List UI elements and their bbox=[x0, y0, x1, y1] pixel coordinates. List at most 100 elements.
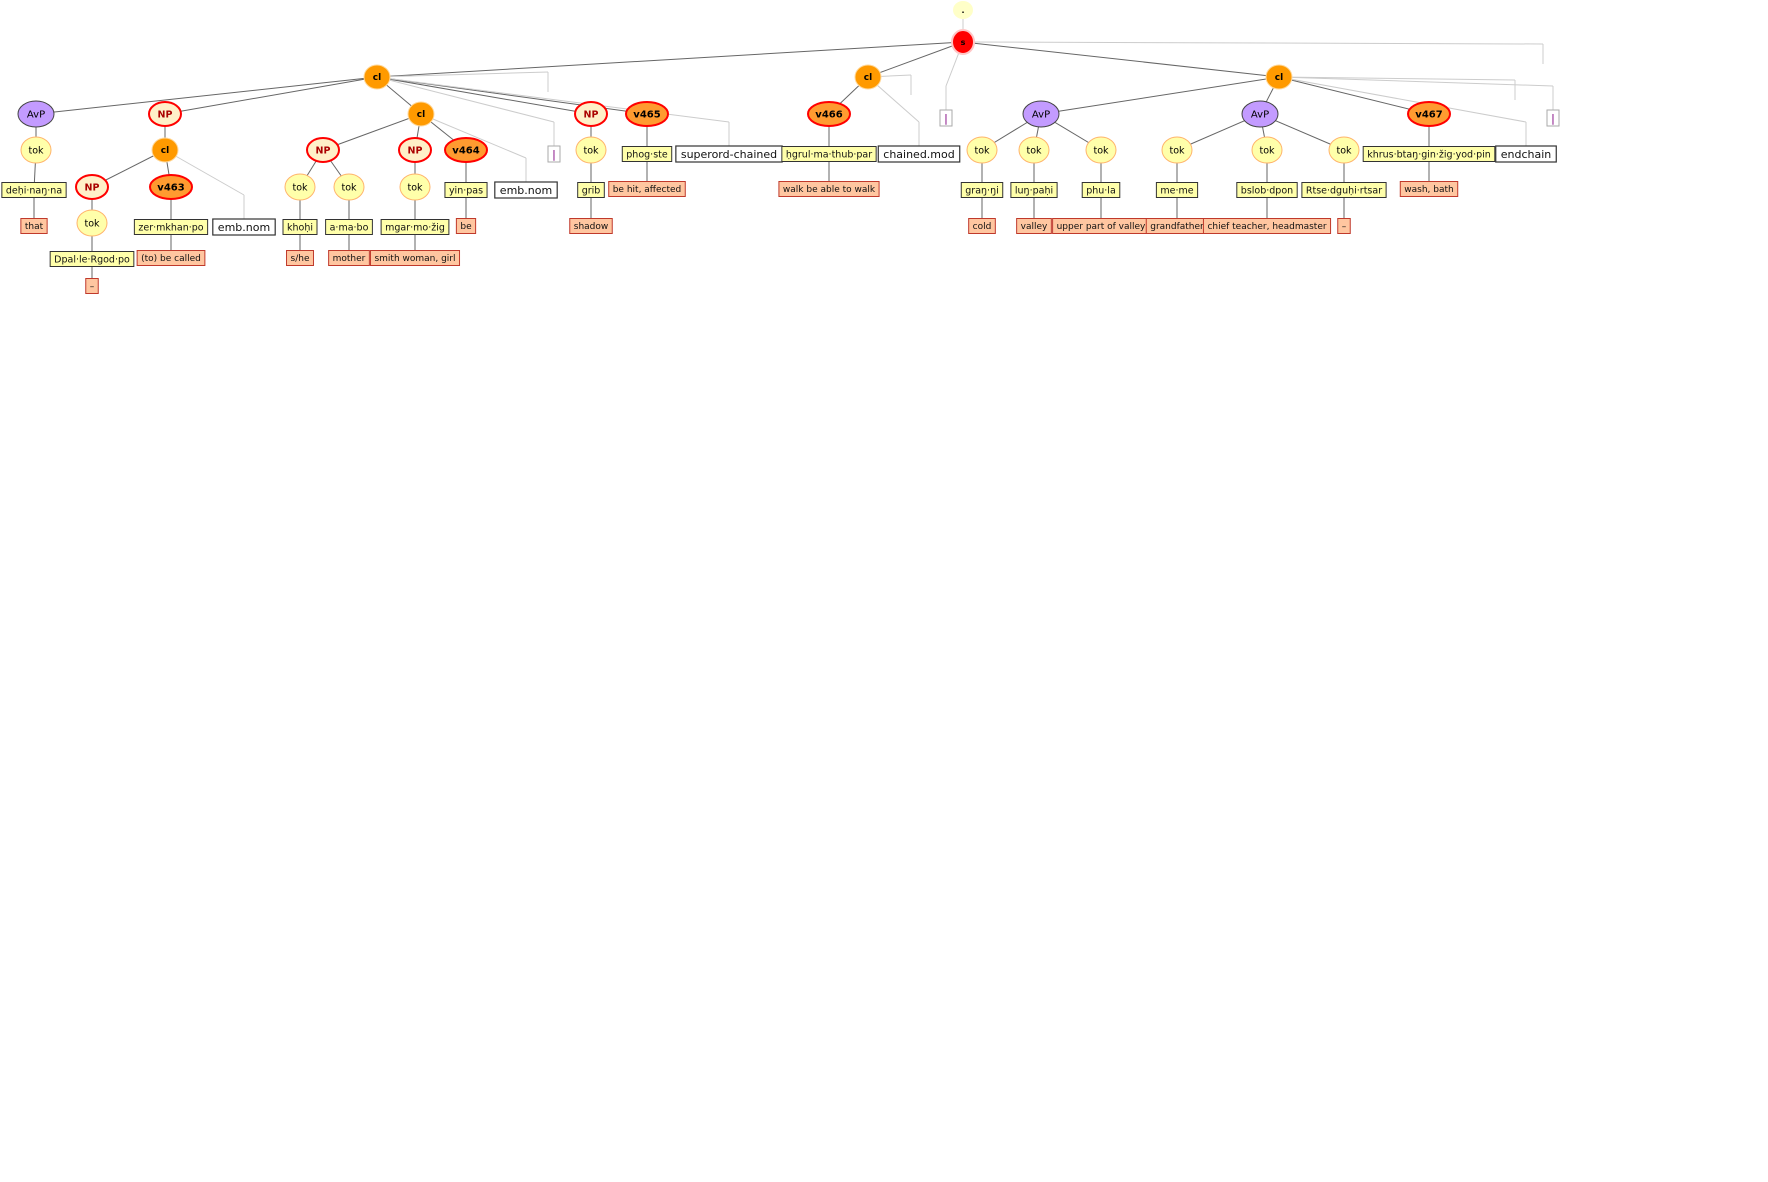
s-shape bbox=[951, 29, 975, 55]
node-tok_grib[interactable]: tok bbox=[575, 136, 607, 164]
np-label: NP bbox=[158, 109, 173, 120]
node-root[interactable]: . bbox=[953, 1, 973, 19]
node-g_grandfather[interactable]: grandfather bbox=[1145, 218, 1209, 234]
node-g_upper[interactable]: upper part of valley bbox=[1052, 218, 1150, 234]
node-g_smith[interactable]: smith woman, girl bbox=[369, 250, 461, 266]
node-tok_am[interactable]: tok bbox=[333, 173, 365, 201]
node-g_mother[interactable]: mother bbox=[328, 250, 370, 266]
node-tok_me[interactable]: tok bbox=[1161, 136, 1193, 164]
node-endchain[interactable]: endchain bbox=[1495, 145, 1557, 163]
gloss-label: walk be able to walk bbox=[783, 185, 876, 195]
avp-label: AvP bbox=[1251, 110, 1269, 121]
node-g_she[interactable]: s/he bbox=[286, 250, 314, 266]
node-np4[interactable]: NP bbox=[574, 101, 608, 127]
node-w_rtse[interactable]: Rtse·dguḥi·rtsar bbox=[1301, 182, 1387, 198]
node-tok_bs[interactable]: tok bbox=[1251, 136, 1283, 164]
node-v463[interactable]: v463 bbox=[149, 174, 193, 200]
node-tok_a1[interactable]: tok bbox=[20, 136, 52, 164]
node-w_lung[interactable]: luŋ·paḥi bbox=[1010, 182, 1058, 198]
node-w_yin[interactable]: yin·pas bbox=[444, 182, 488, 198]
node-w_hgrul[interactable]: ḥgrul·ma·thub·par bbox=[781, 146, 877, 162]
node-w_zer[interactable]: zer·mkhan·po bbox=[133, 219, 209, 235]
tok-shape bbox=[76, 209, 108, 237]
node-g_valley[interactable]: valley bbox=[1016, 218, 1052, 234]
node-g_dash2[interactable]: – bbox=[1337, 218, 1351, 234]
node-v464[interactable]: v464 bbox=[444, 137, 488, 163]
node-v465[interactable]: v465 bbox=[625, 101, 669, 127]
node-cl1[interactable]: cl bbox=[363, 64, 391, 90]
node-tok_mg[interactable]: tok bbox=[399, 173, 431, 201]
node-g_called[interactable]: (to) be called bbox=[136, 250, 206, 266]
node-w_meme[interactable]: me·me bbox=[1155, 182, 1199, 198]
node-pipe1[interactable]: | bbox=[939, 109, 953, 127]
node-cl1b[interactable]: cl bbox=[407, 101, 435, 127]
node-v467[interactable]: v467 bbox=[1407, 101, 1451, 127]
node-w_mgar[interactable]: mgar·mo·žig bbox=[380, 219, 450, 235]
word-box bbox=[621, 146, 673, 162]
node-w_dpal[interactable]: Dpal·le·Rgod·po bbox=[49, 251, 135, 267]
node-v466[interactable]: v466 bbox=[807, 101, 851, 127]
annotation-label: superord-chained bbox=[681, 148, 777, 161]
node-cl3[interactable]: cl bbox=[1265, 64, 1293, 90]
np-shape bbox=[75, 174, 109, 200]
node-np2[interactable]: NP bbox=[306, 137, 340, 163]
node-w_dehi[interactable]: deḥi·naŋ·na bbox=[1, 182, 67, 198]
node-avp3[interactable]: AvP bbox=[1241, 100, 1279, 128]
node-w_grang[interactable]: graŋ·ŋi bbox=[960, 182, 1004, 198]
node-tok_lu[interactable]: tok bbox=[1018, 136, 1050, 164]
node-tok_np1a[interactable]: tok bbox=[76, 209, 108, 237]
node-avp2[interactable]: AvP bbox=[1022, 100, 1060, 128]
node-cl1a[interactable]: cl bbox=[151, 137, 179, 163]
node-w_khrus[interactable]: khrus·btaŋ·gin·žig·yod·pin bbox=[1362, 146, 1496, 162]
node-cl2[interactable]: cl bbox=[854, 64, 882, 90]
node-g_wash[interactable]: wash, bath bbox=[1399, 181, 1459, 197]
gloss-box bbox=[328, 250, 370, 266]
node-tok_gr[interactable]: tok bbox=[966, 136, 998, 164]
node-embnom2[interactable]: emb.nom bbox=[494, 181, 558, 199]
word-box bbox=[1236, 182, 1298, 198]
gloss-label: upper part of valley bbox=[1057, 222, 1146, 232]
node-superord[interactable]: superord-chained bbox=[675, 145, 783, 163]
tree-edge bbox=[35, 76, 378, 115]
node-tok_kh[interactable]: tok bbox=[284, 173, 316, 201]
node-np3[interactable]: NP bbox=[398, 137, 432, 163]
node-g_shadow[interactable]: shadow bbox=[569, 218, 613, 234]
node-pipe3[interactable]: | bbox=[1546, 109, 1560, 127]
gloss-label: smith woman, girl bbox=[374, 254, 455, 264]
node-np1[interactable]: NP bbox=[148, 101, 182, 127]
tok-shape bbox=[1018, 136, 1050, 164]
node-avp1[interactable]: AvP bbox=[17, 100, 55, 128]
verb-label: v466 bbox=[815, 110, 842, 121]
node-tok_ph[interactable]: tok bbox=[1085, 136, 1117, 164]
word-label: deḥi·naŋ·na bbox=[6, 185, 62, 196]
node-g_be[interactable]: be bbox=[455, 218, 477, 234]
annotation-label: emb.nom bbox=[500, 184, 552, 197]
node-w_bslob[interactable]: bslob·dpon bbox=[1236, 182, 1298, 198]
gloss-label: valley bbox=[1021, 222, 1048, 232]
node-g_walk[interactable]: walk be able to walk bbox=[778, 181, 880, 197]
node-g_teacher[interactable]: chief teacher, headmaster bbox=[1202, 218, 1332, 234]
node-w_khohi[interactable]: khoḥi bbox=[282, 219, 318, 235]
node-chainedmod[interactable]: chained.mod bbox=[877, 145, 961, 163]
np-label: NP bbox=[316, 145, 331, 156]
tree-edge bbox=[376, 76, 555, 123]
node-tok_rt[interactable]: tok bbox=[1328, 136, 1360, 164]
cl-shape bbox=[854, 64, 882, 90]
tok-label: tok bbox=[407, 182, 423, 193]
node-w_phog[interactable]: phog·ste bbox=[621, 146, 673, 162]
node-s[interactable]: s bbox=[951, 29, 975, 55]
node-g_dash1[interactable]: – bbox=[85, 278, 99, 294]
node-g_hit[interactable]: be hit, affected bbox=[608, 181, 686, 197]
node-w_amabo[interactable]: a·ma·bo bbox=[325, 219, 373, 235]
node-pipe2[interactable]: | bbox=[547, 145, 561, 163]
node-np1a[interactable]: NP bbox=[75, 174, 109, 200]
box-box bbox=[212, 218, 276, 236]
node-embnom1[interactable]: emb.nom bbox=[212, 218, 276, 236]
node-g_cold[interactable]: cold bbox=[968, 218, 996, 234]
node-g_that[interactable]: that bbox=[20, 218, 48, 234]
node-w_phula[interactable]: phu·la bbox=[1081, 182, 1121, 198]
tree-edge bbox=[420, 113, 527, 159]
node-w_grib[interactable]: grib bbox=[577, 182, 605, 198]
avp-shape bbox=[17, 100, 55, 128]
